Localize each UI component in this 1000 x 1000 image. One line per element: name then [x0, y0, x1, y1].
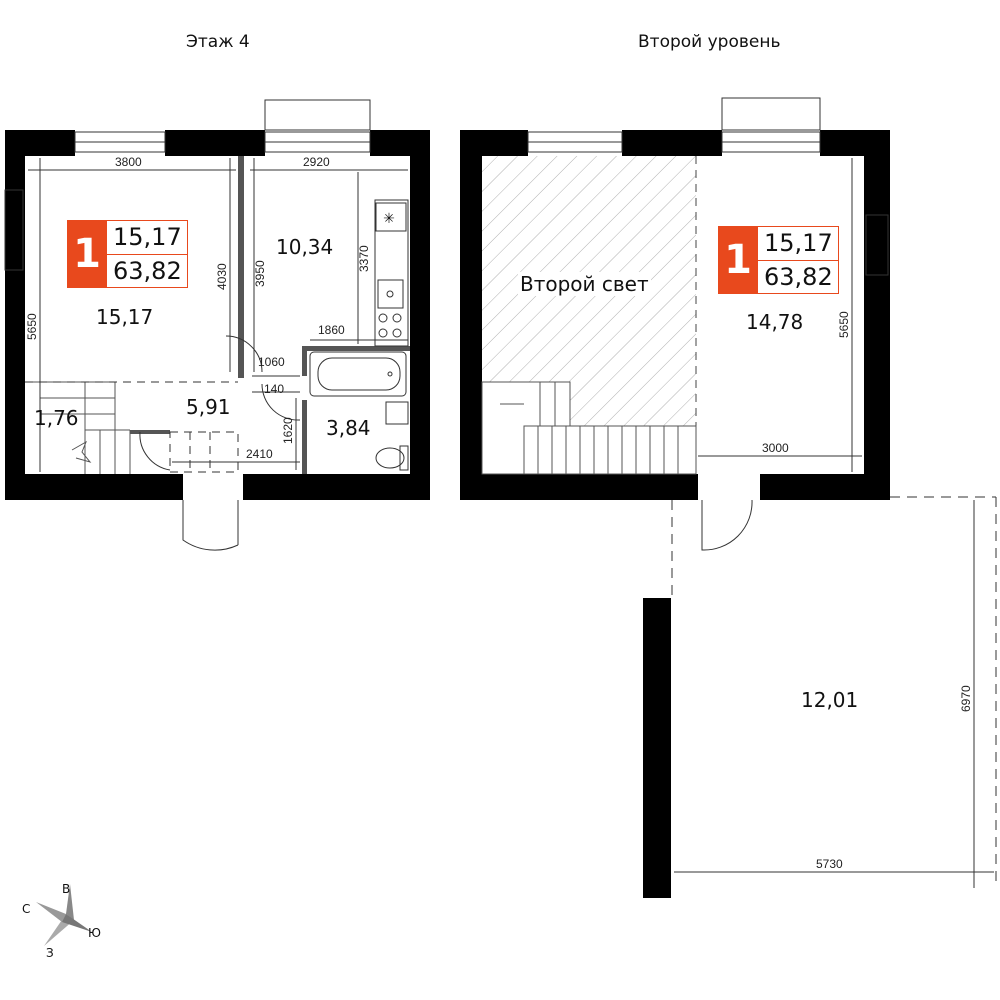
left-dashed-lines	[25, 381, 239, 473]
dim-5730: 5730	[816, 857, 843, 871]
compass-east: В	[62, 882, 71, 896]
dim-1060: 1060	[258, 355, 285, 369]
floor-left-title: Этаж 4	[186, 32, 250, 52]
bathroom-fixtures	[309, 351, 409, 471]
area-box: 15,17 63,82	[107, 220, 188, 288]
living-area: 15,17	[113, 223, 182, 251]
living-area: 15,17	[764, 229, 833, 257]
room-area-upper: 14,78	[746, 310, 804, 334]
svg-text:✳: ✳	[383, 211, 395, 227]
right-stairs	[481, 381, 697, 475]
left-doors	[139, 335, 301, 551]
dim-3370: 3370	[357, 245, 371, 272]
dim-5650-left: 5650	[25, 313, 39, 340]
apartment-badge-left: 1 15,17 63,82	[67, 220, 189, 288]
dim-140: 140	[264, 382, 284, 396]
dim-3950: 3950	[253, 260, 267, 287]
compass-west: З	[46, 946, 54, 960]
room-area-living: 15,17	[96, 305, 154, 329]
rooms-count: 1	[718, 226, 758, 294]
compass: С В Ю З	[22, 882, 112, 962]
dim-6970: 6970	[959, 685, 973, 712]
left-floor-windows	[4, 99, 371, 271]
rooms-count: 1	[67, 220, 107, 288]
compass-south: Ю	[88, 926, 101, 940]
right-floor-windows	[527, 97, 889, 276]
dim-3800: 3800	[115, 155, 142, 169]
total-area: 63,82	[113, 257, 182, 285]
left-floor-partitions	[130, 156, 410, 474]
area-separator	[107, 254, 187, 255]
room-area-bathroom: 3,84	[326, 416, 371, 440]
dim-4030: 4030	[215, 263, 229, 290]
second-light-label: Второй свет	[518, 272, 651, 296]
left-dimension-lines	[28, 158, 408, 472]
area-separator	[758, 260, 838, 261]
dim-1860: 1860	[318, 323, 345, 337]
room-area-hallway: 5,91	[186, 395, 231, 419]
compass-star-icon	[36, 884, 92, 946]
room-area-terrace: 12,01	[801, 688, 859, 712]
left-floor-walls	[5, 130, 430, 500]
dim-3000: 3000	[762, 441, 789, 455]
room-area-kitchen: 10,34	[276, 235, 334, 259]
dim-2410: 2410	[246, 447, 273, 461]
area-box: 15,17 63,82	[758, 226, 839, 294]
total-area: 63,82	[764, 263, 833, 291]
right-dimension-lines	[674, 158, 994, 888]
floor-right-title: Второй уровень	[638, 32, 781, 52]
right-floor-walls	[460, 130, 890, 898]
compass-north: С	[22, 902, 31, 916]
dim-5650-right: 5650	[837, 311, 851, 338]
kitchen-unit	[374, 199, 409, 347]
room-area-stairs: 1,76	[34, 406, 79, 430]
dim-2920: 2920	[303, 155, 330, 169]
dim-1620: 1620	[281, 417, 295, 444]
apartment-badge-right: 1 15,17 63,82	[718, 226, 840, 294]
terrace-outline	[671, 496, 997, 888]
right-door	[701, 499, 753, 551]
